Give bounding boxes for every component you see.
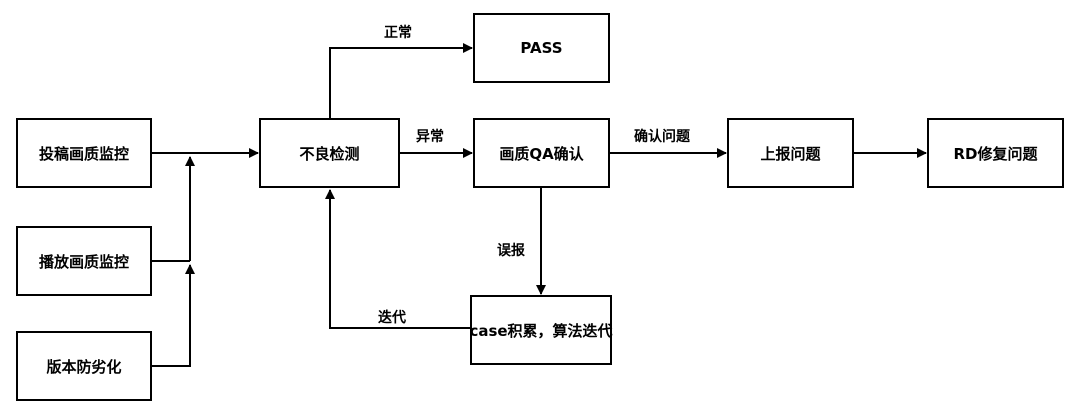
node-defect-detect: 不良检测 [259,118,400,188]
label-confirm-issue: 确认问题 [634,129,690,145]
label-abnormal: 异常 [416,129,444,145]
node-case-accumulate: case积累，算法迭代 [469,295,613,365]
node-rd-fix: RD修复问题 [927,118,1064,188]
node-qa-confirm: 画质QA确认 [473,118,610,188]
label-normal: 正常 [384,25,412,41]
node-playback-monitor: 播放画质监控 [16,226,152,296]
edge-detect-to-pass [329,43,473,118]
node-report-issue: 上报问题 [727,118,854,188]
label-false-alarm: 误报 [497,243,525,259]
node-upload-monitor: 投稿画质监控 [16,118,152,188]
node-pass: PASS [473,13,610,83]
node-version-guard: 版本防劣化 [16,331,152,401]
edge-case-to-detect [325,189,470,329]
label-iterate: 迭代 [378,310,406,326]
edge-version-merge [152,264,195,367]
